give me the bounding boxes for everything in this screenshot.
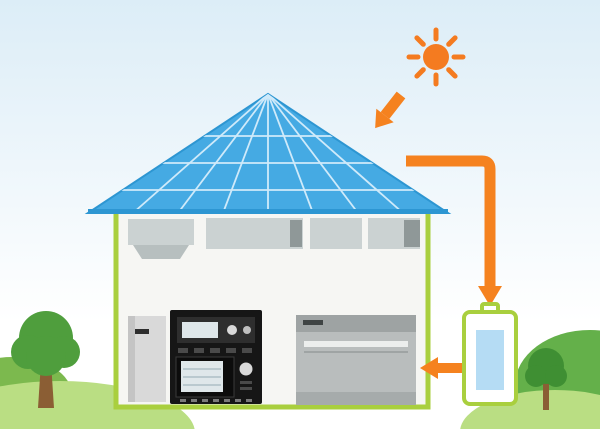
arrow-head xyxy=(375,108,394,129)
side-cabinet-handle xyxy=(135,329,149,334)
window xyxy=(128,219,194,245)
button xyxy=(210,348,220,353)
bottom-button xyxy=(246,399,252,402)
dishwasher xyxy=(296,315,416,405)
roof-grid-line xyxy=(177,94,269,213)
roof-grid-line xyxy=(267,94,314,213)
button xyxy=(226,348,236,353)
dishwasher-kickplate xyxy=(296,392,416,405)
left-tree-foliage xyxy=(26,336,66,376)
control-knob xyxy=(227,325,237,335)
roof-grid-line xyxy=(132,94,269,213)
dishwasher-seam xyxy=(304,351,408,353)
window xyxy=(310,218,362,249)
control-knob xyxy=(243,326,251,334)
side-cabinet xyxy=(128,316,166,402)
button xyxy=(194,348,204,353)
arrow-head xyxy=(420,357,438,379)
right-tree-foliage xyxy=(525,365,547,387)
side-cabinet-edge xyxy=(128,316,135,402)
bottom-button xyxy=(213,399,219,402)
battery-cell-window xyxy=(476,330,504,390)
dishwasher-handle xyxy=(304,341,408,347)
arrow-shaft xyxy=(380,91,406,119)
first-floor-appliances xyxy=(128,310,416,405)
sun-ray xyxy=(446,67,458,79)
bottom-button xyxy=(235,399,241,402)
window-frame-shade xyxy=(404,220,420,247)
right-tree xyxy=(525,348,567,410)
roof-grid-line xyxy=(267,94,404,213)
sun-core xyxy=(423,44,449,70)
arrow-shaft xyxy=(406,155,496,288)
house xyxy=(113,207,431,410)
arrow-shaft xyxy=(438,363,462,373)
storage-battery-unit xyxy=(462,302,518,406)
roof-grid-line xyxy=(222,94,269,213)
right-tree-foliage xyxy=(545,365,567,387)
battery-to-appliances-arrow xyxy=(420,357,462,379)
sun-ray xyxy=(414,67,426,79)
left-tree xyxy=(11,311,80,408)
roof-grid-line xyxy=(267,94,359,213)
energy-flow-arrows xyxy=(375,91,502,379)
bottom-button xyxy=(202,399,208,402)
sun-ray xyxy=(414,35,426,47)
window-frame-shade xyxy=(290,220,302,247)
bottom-button xyxy=(224,399,230,402)
button xyxy=(242,348,252,353)
arrow-head xyxy=(478,286,502,306)
sun-icon xyxy=(406,27,466,87)
control-display xyxy=(182,322,218,338)
microwave-button xyxy=(240,387,252,390)
sun-ray xyxy=(446,35,458,47)
second-floor-windows xyxy=(128,218,420,259)
dishwasher-control xyxy=(303,320,323,325)
roof-to-battery-arrow xyxy=(406,155,502,306)
oven-microwave-stack xyxy=(170,310,262,404)
range-hood xyxy=(133,245,189,259)
microwave-button xyxy=(240,381,252,384)
microwave-dial xyxy=(239,362,253,376)
button xyxy=(178,348,188,353)
window xyxy=(206,218,303,249)
sunlight-to-roof-arrow xyxy=(375,91,406,129)
bottom-button xyxy=(191,399,197,402)
right-tree-trunk xyxy=(543,382,549,410)
bottom-button xyxy=(180,399,186,402)
dishwasher-top-panel xyxy=(296,315,416,332)
